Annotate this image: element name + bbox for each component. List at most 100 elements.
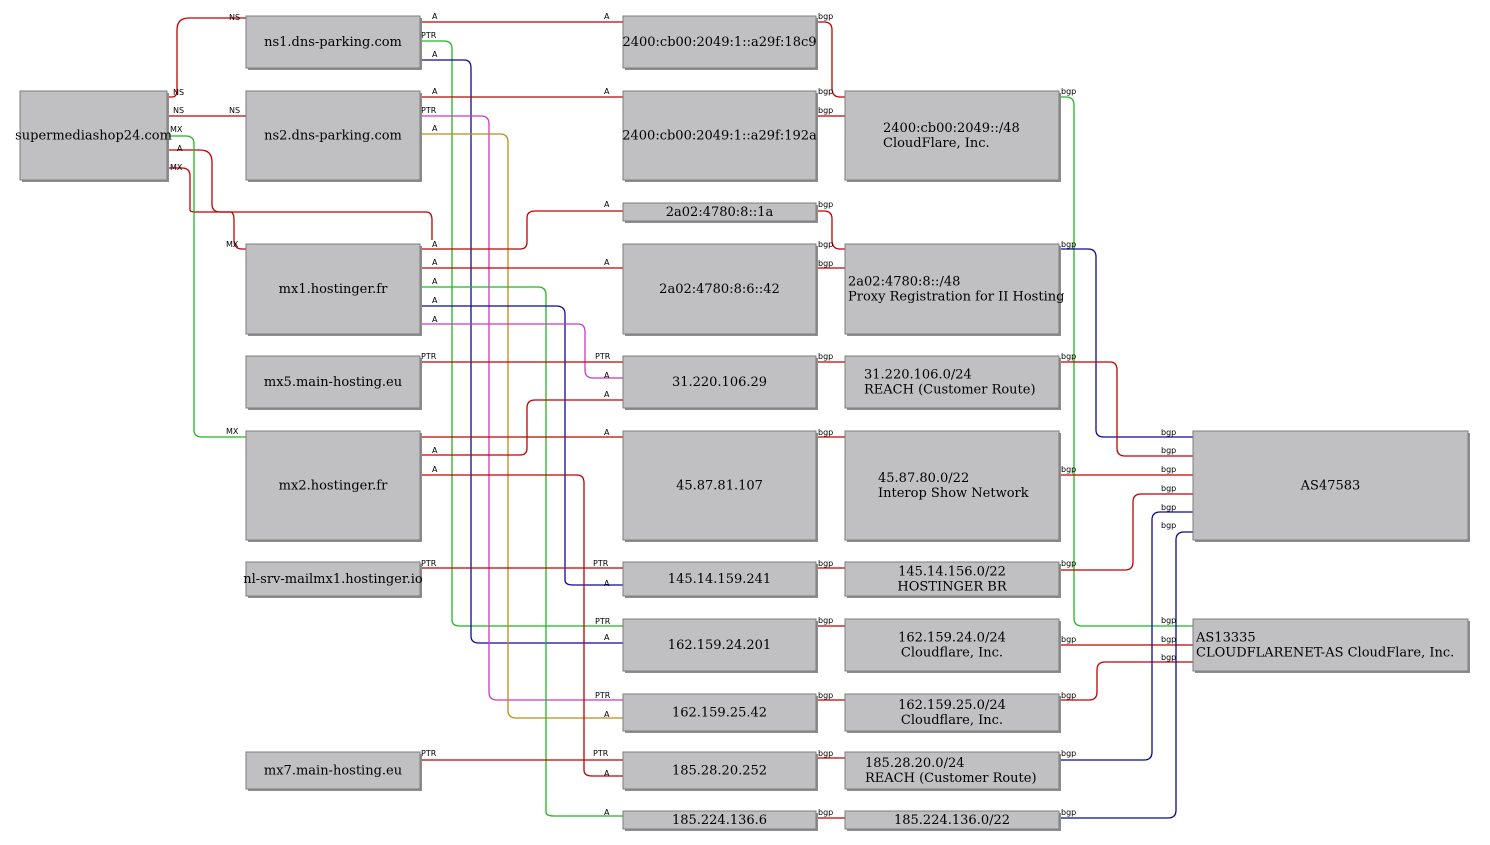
node-ip6: 185.28.20.252	[622, 751, 818, 791]
edge-label: bgp	[1161, 484, 1176, 493]
edge-label: bgp	[1161, 635, 1176, 644]
edge-label: A	[604, 633, 610, 642]
node-box	[622, 355, 817, 409]
edge-line	[816, 210, 845, 250]
node-ip6d: 2a02:4780:8:6::42	[622, 243, 818, 336]
edge-label: A	[604, 371, 610, 380]
node-box	[19, 90, 168, 181]
edge-line	[1059, 511, 1193, 761]
edge-label: bgp	[1061, 352, 1076, 361]
node-label: 185.28.20.0/24	[865, 756, 965, 771]
node-box	[844, 430, 1060, 541]
node-label: 2400:cb00:2049:1::a29f:18c9	[622, 35, 816, 50]
edge-label: NS	[173, 88, 184, 97]
edge-label: A	[432, 240, 438, 249]
node-box	[844, 355, 1060, 409]
edge-label: A	[432, 315, 438, 324]
edge-line	[420, 133, 623, 719]
node-label: AS47583	[1300, 479, 1361, 494]
edge-label: A	[604, 579, 610, 588]
node-label: CLOUDFLARENET-AS CloudFlare, Inc.	[1196, 646, 1454, 661]
node-box	[245, 90, 421, 181]
edge-line	[167, 135, 246, 438]
edge-label: NS	[173, 106, 184, 115]
node-box	[622, 430, 817, 541]
edge-label: bgp	[1161, 465, 1176, 474]
node-label: 162.159.25.42	[672, 706, 767, 721]
edge-label: PTR	[595, 617, 611, 626]
edge-label: PTR	[595, 691, 611, 700]
edge-label: A	[177, 144, 183, 153]
node-label: ns1.dns-parking.com	[264, 35, 402, 50]
node-label: Cloudflare, Inc.	[901, 713, 1003, 728]
edge-line	[420, 286, 623, 817]
node-label: mx1.hostinger.fr	[279, 282, 388, 297]
edge-label: MX	[226, 240, 239, 249]
edge-label: bgp	[818, 240, 833, 249]
node-label: Interop Show Network	[878, 486, 1029, 501]
node-box	[622, 751, 817, 790]
node-label: 45.87.81.107	[676, 479, 763, 494]
edge-label: PTR	[421, 106, 437, 115]
node-box	[622, 90, 817, 181]
edge-label: MX	[170, 125, 183, 134]
edge-label: A	[604, 87, 610, 96]
node-label: ns2.dns-parking.com	[264, 129, 402, 144]
edge-label: bgp	[818, 808, 833, 817]
edge-label: bgp	[818, 106, 833, 115]
edge-line	[420, 40, 623, 627]
node-box	[844, 751, 1060, 790]
node-box	[844, 810, 1060, 830]
node-box	[245, 751, 421, 790]
edge-label: PTR	[593, 749, 609, 758]
edge-label: bgp	[818, 559, 833, 568]
edge-label: A	[432, 258, 438, 267]
node-label: REACH (Customer Route)	[865, 771, 1037, 786]
edge-label: MX	[170, 163, 183, 172]
node-ns2: ns2.dns-parking.com	[245, 90, 422, 182]
edge-line	[1059, 493, 1193, 571]
edge-label: bgp	[1061, 465, 1076, 474]
node-mx5: mx5.main-hosting.eu	[245, 355, 422, 410]
node-label: 2a02:4780:8::1a	[666, 205, 774, 220]
edge-line	[420, 474, 623, 777]
edge-label: bgp	[818, 12, 833, 21]
edge-line	[167, 149, 246, 250]
edge-label: NS	[229, 106, 240, 115]
node-label: nl-srv-mailmx1.hostinger.io	[243, 572, 423, 587]
edge-label: bgp	[818, 691, 833, 700]
node-label: AS13335	[1195, 631, 1256, 646]
node-box	[622, 561, 817, 597]
node-domain: supermediashop24.com	[15, 90, 172, 182]
node-box	[844, 693, 1060, 732]
edges-layer	[167, 17, 1193, 819]
edge-label: A	[604, 12, 610, 21]
node-ip6a: 2400:cb00:2049:1::a29f:18c9	[622, 15, 818, 70]
node-label: 162.159.24.0/24	[898, 631, 1006, 646]
edge-label: bgp	[1061, 635, 1076, 644]
edge-line	[1059, 661, 1193, 701]
node-label: 2400:cb00:2049:1::a29f:192a	[622, 129, 817, 144]
node-label: 185.224.136.6	[672, 813, 767, 828]
edge-label: A	[604, 200, 610, 209]
node-label: 162.159.24.201	[668, 638, 771, 653]
edge-label: A	[604, 428, 610, 437]
edge-label: bgp	[818, 259, 833, 268]
node-ip4: 162.159.24.201	[622, 618, 818, 673]
edge-label: A	[604, 390, 610, 399]
edge-label: PTR	[421, 352, 437, 361]
node-ip5: 162.159.25.42	[622, 693, 818, 733]
edge-line	[167, 167, 433, 240]
nodes-layer: supermediashop24.com ns1.dns-parking.com n…	[15, 15, 1470, 831]
node-box	[622, 202, 817, 222]
edge-label: A	[604, 808, 610, 817]
node-ip3: 145.14.159.241	[622, 561, 818, 598]
node-label: Proxy Registration for II Hosting	[848, 290, 1064, 305]
node-box	[622, 810, 817, 830]
